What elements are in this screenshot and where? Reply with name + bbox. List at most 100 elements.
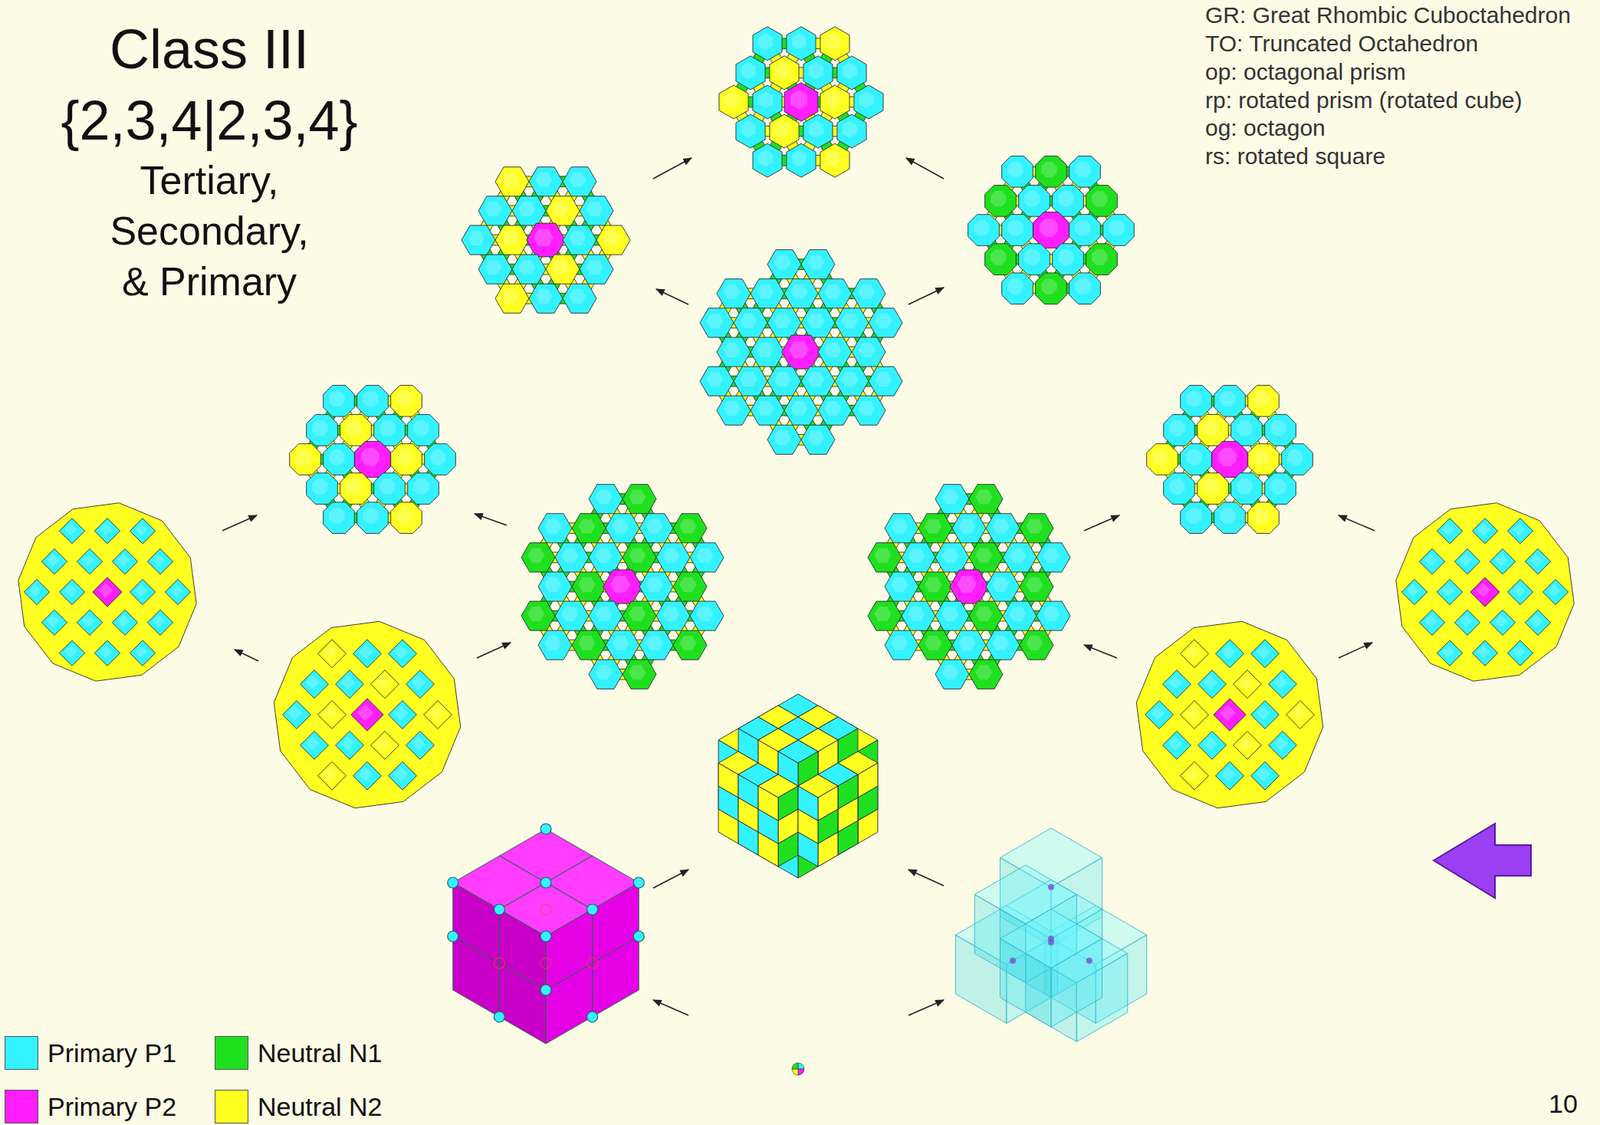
face-highlight (533, 229, 553, 247)
face-highlight (1042, 606, 1060, 621)
polyhedron-face (94, 518, 120, 544)
face-highlight (610, 575, 630, 593)
polyhedron-face (1268, 730, 1298, 759)
face-highlight (1291, 706, 1306, 720)
face-highlight (992, 577, 1009, 592)
transition-arrow (653, 157, 692, 179)
polyhedron-face (538, 513, 572, 543)
polyhedron-face (1401, 578, 1427, 605)
face-highlight (518, 201, 536, 217)
polyhedron-face (837, 114, 867, 148)
polyhedron-face (579, 254, 614, 284)
face-highlight (1150, 706, 1165, 720)
polyhedron-face (1231, 473, 1263, 505)
polyhedron-face (1052, 243, 1085, 276)
face-highlight (739, 313, 757, 329)
face-highlight (788, 341, 809, 359)
polyhedron-face (1524, 548, 1551, 575)
polyhedron-face (1215, 639, 1245, 668)
polyhedron-face (985, 243, 1017, 276)
polyhedron-face (59, 640, 85, 666)
polyhedron-face (801, 366, 835, 396)
polyhedron-face (985, 185, 1017, 217)
face-highlight (170, 584, 184, 598)
face-highlight (134, 584, 148, 598)
polyhedron-face (969, 601, 1003, 631)
polyhedron-face (752, 26, 782, 61)
polyhedron-cluster (719, 26, 884, 178)
legend-label: Neutral N2 (257, 1089, 383, 1124)
polyhedron-face (1019, 571, 1054, 602)
polyhedron-face (1419, 609, 1445, 635)
polyhedron-face (371, 670, 400, 699)
polyhedron-face (818, 279, 852, 309)
legend-swatch (4, 1089, 39, 1124)
face-highlight (1494, 553, 1509, 567)
face-highlight (1039, 218, 1058, 237)
face-highlight (1008, 548, 1026, 563)
face-highlight (396, 390, 412, 407)
polyhedron-face (478, 254, 513, 284)
polyhedron-cluster (1136, 620, 1323, 808)
face-highlight (117, 553, 131, 567)
transition-arrow (908, 287, 944, 305)
legend-swatch (214, 1089, 249, 1124)
polyhedron-face (1180, 443, 1213, 476)
face-highlight (1477, 522, 1491, 536)
polyhedron-face (461, 225, 496, 255)
face-highlight (98, 582, 113, 598)
face-highlight (501, 172, 519, 188)
face-highlight (758, 91, 773, 109)
polyhedron-face (752, 85, 782, 119)
face-highlight (1442, 522, 1456, 536)
polyhedron-face (318, 639, 347, 668)
polyhedron-face (23, 578, 50, 605)
face-highlight (379, 420, 395, 436)
polyhedron-face (353, 639, 382, 668)
face-highlight (611, 519, 629, 534)
polyhedron-face (1002, 542, 1037, 572)
polyhedron-face (1002, 214, 1034, 247)
polyhedron-face (94, 640, 120, 666)
polyhedron-face (571, 630, 606, 660)
face-highlight (1025, 577, 1043, 592)
face-highlight (578, 635, 595, 651)
abbreviation: rp: rotated prism (rotated cube) (1205, 86, 1523, 115)
face-highlight (1494, 614, 1509, 628)
face-highlight (1218, 447, 1236, 466)
polyhedron-face (952, 630, 986, 660)
polyhedron-face (719, 85, 749, 119)
face-highlight (328, 390, 345, 407)
face-highlight (1074, 220, 1091, 236)
face-highlight (467, 230, 485, 246)
polyhedron-face (111, 548, 138, 575)
polyhedron-face (571, 513, 606, 543)
face-highlight (1274, 735, 1288, 750)
polyhedron-face (300, 730, 329, 759)
hidden-vertex (540, 903, 552, 915)
polyhedron-face (901, 542, 936, 572)
polyhedron-face (884, 571, 919, 602)
face-highlight (1238, 735, 1253, 750)
legend-label: Primary P1 (47, 1035, 177, 1070)
polyhedron-face (851, 337, 886, 367)
face-highlight (1256, 644, 1271, 659)
face-highlight (527, 548, 545, 563)
polyhedron-face (884, 630, 919, 660)
polyhedron-face (673, 513, 707, 543)
face-highlight (841, 313, 858, 329)
face-highlight (992, 519, 1009, 534)
polyhedron-face (1035, 155, 1068, 188)
polyhedron-face (1145, 700, 1174, 730)
face-highlight (791, 150, 807, 168)
polyhedron-face (562, 283, 597, 313)
polyhedron-face (837, 774, 858, 809)
polyhedron-face (1233, 730, 1262, 759)
polyhedron-face (949, 569, 989, 604)
polyhedron-face (758, 785, 779, 821)
face-highlight (773, 255, 791, 270)
face-highlight (312, 478, 328, 494)
face-highlight (1442, 644, 1456, 658)
polyhedron-face (1542, 578, 1568, 605)
polyhedron-face (273, 620, 460, 808)
